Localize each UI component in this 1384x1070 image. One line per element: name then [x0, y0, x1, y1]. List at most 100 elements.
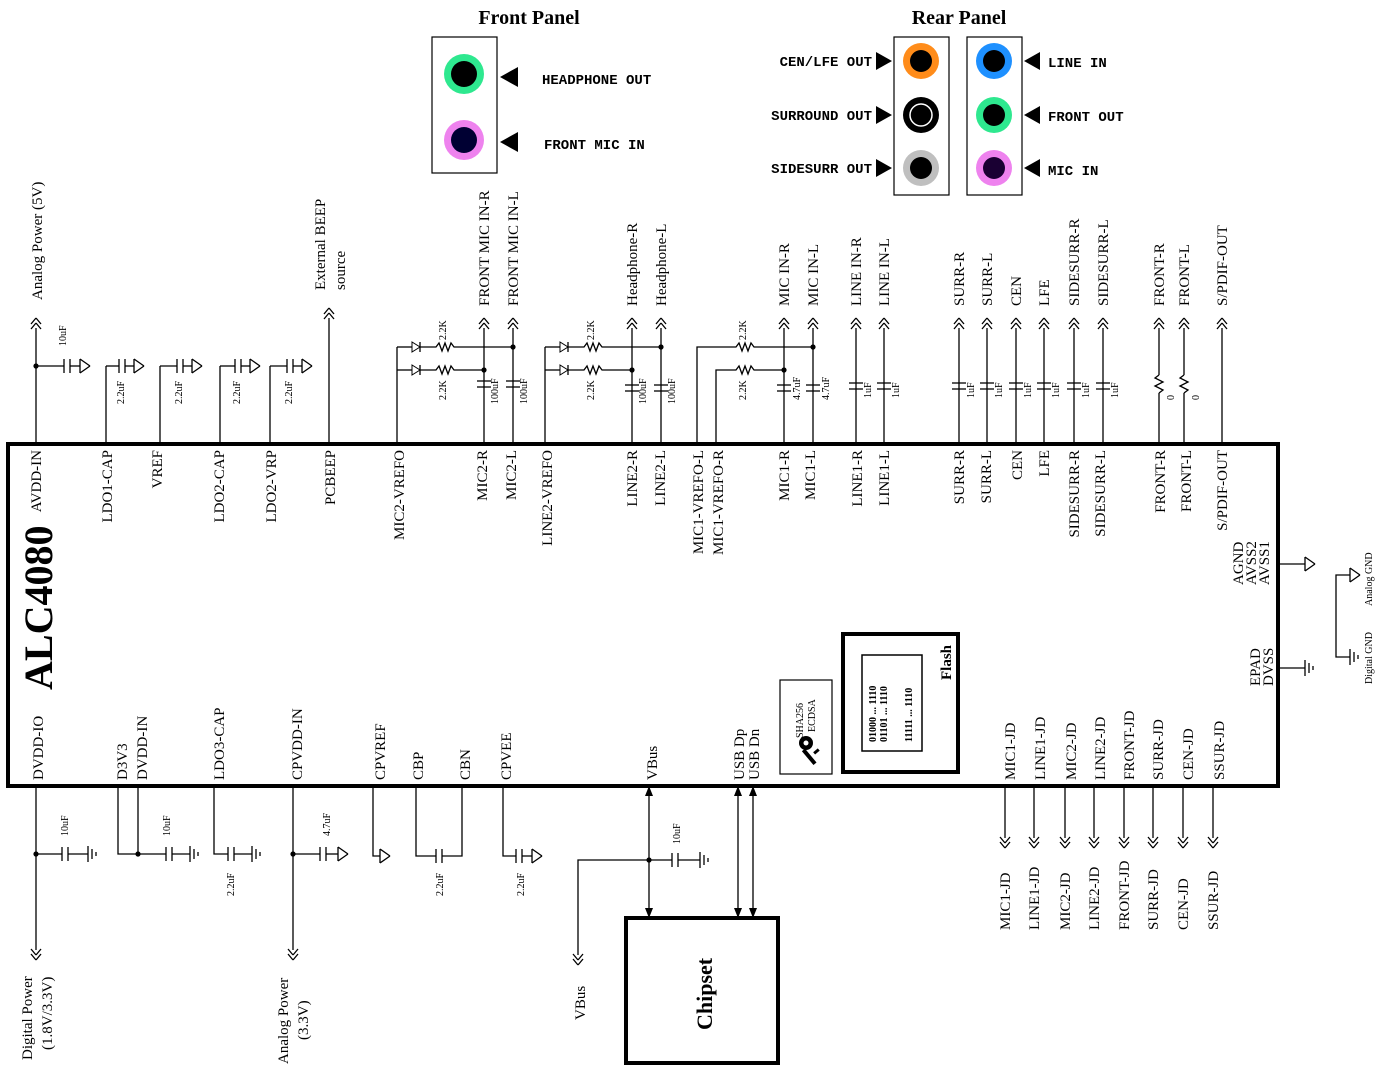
net-arrow-icon	[999, 836, 1011, 849]
resistor-value: 0	[1191, 395, 1202, 400]
bottom-pin-label: CBN	[458, 749, 474, 780]
top-pin-label: SURR-L	[979, 450, 995, 503]
capacitor-icon	[227, 846, 235, 862]
cap-value: 10uF	[60, 815, 71, 836]
net-arrow-icon	[287, 948, 299, 961]
cap-value: 1uF	[1081, 382, 1092, 398]
net-label: SURR-R	[952, 252, 968, 306]
net-arrow-icon	[778, 317, 790, 330]
svg-text:AVSS1: AVSS1	[1257, 541, 1273, 585]
cap-value: 2.2uF	[284, 381, 295, 405]
bottom-pin-label: CPVEE	[499, 732, 515, 780]
net-label-analog-power-33-range: (3.3V)	[296, 1000, 312, 1040]
svg-text:AGND: AGND	[1231, 542, 1247, 585]
net-label-jd: SSUR-JD	[1206, 871, 1222, 930]
net-arrow-icon	[953, 317, 965, 330]
cap-value: 2.2uF	[516, 873, 527, 897]
net-arrow-icon	[478, 317, 490, 330]
top-pin-label: LINE2-L	[653, 450, 669, 506]
net-arrow-icon	[1088, 836, 1100, 849]
cap-value: 100uF	[638, 378, 649, 404]
net-label-jd: LINE1-JD	[1027, 867, 1043, 930]
top-pin-label: SIDESURR-R	[1067, 450, 1083, 538]
net-label-vbus: VBus	[573, 986, 589, 1020]
resistor-value: 2.2K	[586, 320, 597, 341]
ground-icon	[301, 358, 313, 374]
net-label-jd: MIC1-JD	[998, 872, 1014, 930]
ground-icon	[249, 358, 261, 374]
top-pin-label: MIC1-L	[803, 450, 819, 500]
top-pin-label: FRONT-R	[1153, 450, 1169, 513]
net-label-analog-power: Analog Power (5V)	[30, 182, 46, 300]
rear-jack-cen-lfe: CEN/LFE OUT	[780, 43, 939, 79]
svg-text:MIC IN: MIC IN	[1048, 164, 1098, 180]
ground-icon	[531, 848, 543, 864]
cap-value: 100uF	[490, 378, 501, 404]
net-arrow-icon	[1147, 836, 1159, 849]
resistor-value: 2.2K	[738, 380, 749, 401]
net-arrow-icon	[1216, 317, 1228, 330]
front-jack-headphone: HEADPHONE OUT	[444, 54, 651, 94]
bottom-pin-label: CEN-JD	[1181, 728, 1197, 780]
net-arrow-icon	[1153, 317, 1165, 330]
digital-ground-icon	[1349, 648, 1359, 666]
ground-icon	[79, 358, 91, 374]
net-arrow-icon	[1010, 317, 1022, 330]
net-arrow-icon	[850, 317, 862, 330]
front-panel-title: Front Panel	[478, 7, 580, 29]
digital-ground-icon	[189, 845, 199, 863]
ground-icon	[379, 848, 391, 864]
capacitor-icon	[234, 358, 242, 374]
front-jack-mic: FRONT MIC IN	[444, 120, 645, 160]
resistor-value: 2.2K	[586, 380, 597, 401]
top-pin-label: SIDESURR-L	[1093, 450, 1109, 537]
capacitor-icon	[286, 358, 294, 374]
arrow-left-icon	[1024, 106, 1040, 124]
bottom-pin-label: LINE1-JD	[1033, 717, 1049, 780]
top-pin-label: MIC1-R	[777, 450, 793, 501]
net-label-jd: MIC2-JD	[1058, 872, 1074, 930]
top-pin-label: LDO1-CAP	[100, 450, 116, 523]
svg-text:EPAD: EPAD	[1248, 648, 1264, 686]
svg-text:FRONT OUT: FRONT OUT	[1048, 110, 1124, 126]
top-pin-label: VREF	[150, 450, 166, 488]
rear-jack-mic-in: MIC IN	[976, 150, 1098, 186]
arrow-right-icon	[876, 159, 892, 177]
net-label: FRONT MIC IN-L	[506, 191, 522, 306]
analog-ground-icon	[1349, 567, 1361, 583]
bottom-pin-label: DVDD-IN	[135, 716, 151, 780]
net-label: SURR-L	[980, 253, 996, 306]
digital-ground-icon	[1304, 659, 1314, 677]
bottom-pin-label: CPVDD-IN	[290, 708, 306, 780]
svg-text:CEN/LFE OUT: CEN/LFE OUT	[780, 55, 872, 71]
top-pin-label: LINE2-VREFO	[540, 450, 556, 546]
bottom-pin-label: VBus	[645, 746, 661, 780]
net-arrow-icon	[1028, 836, 1040, 849]
svg-text:01000 ... 1110: 01000 ... 1110	[868, 686, 879, 742]
svg-text:SURROUND OUT: SURROUND OUT	[771, 109, 872, 125]
net-arrow-icon	[878, 317, 890, 330]
bottom-pin-label: SSUR-JD	[1212, 721, 1228, 780]
net-arrow-icon	[1068, 317, 1080, 330]
alc4080-chip	[6, 442, 1280, 788]
top-pin-label: LFE	[1037, 450, 1053, 477]
net-arrow-icon	[1207, 836, 1219, 849]
svg-text:FRONT MIC IN: FRONT MIC IN	[544, 138, 645, 154]
cap-value: 2.2uF	[174, 381, 185, 405]
bottom-pin-label: USB Dp	[732, 729, 748, 780]
net-label: SIDESURR-L	[1096, 219, 1112, 306]
net-label: LINE IN-R	[849, 237, 865, 306]
capacitor-icon	[165, 846, 173, 862]
net-arrow-icon	[1177, 836, 1189, 849]
cap-value: 2.2uF	[226, 873, 237, 897]
bottom-wiring	[30, 786, 1219, 966]
net-label: SIDESURR-R	[1067, 218, 1083, 306]
net-label-digital-power-range: (1.8V/3.3V)	[40, 977, 56, 1050]
security-block	[779, 679, 833, 775]
top-pin-label: MIC2-L	[504, 450, 520, 500]
top-pin-label: PCBEEP	[323, 450, 339, 505]
flash-label: Flash	[939, 644, 955, 680]
capacitor-icon	[515, 848, 523, 864]
net-label: Headphone-L	[654, 224, 670, 306]
